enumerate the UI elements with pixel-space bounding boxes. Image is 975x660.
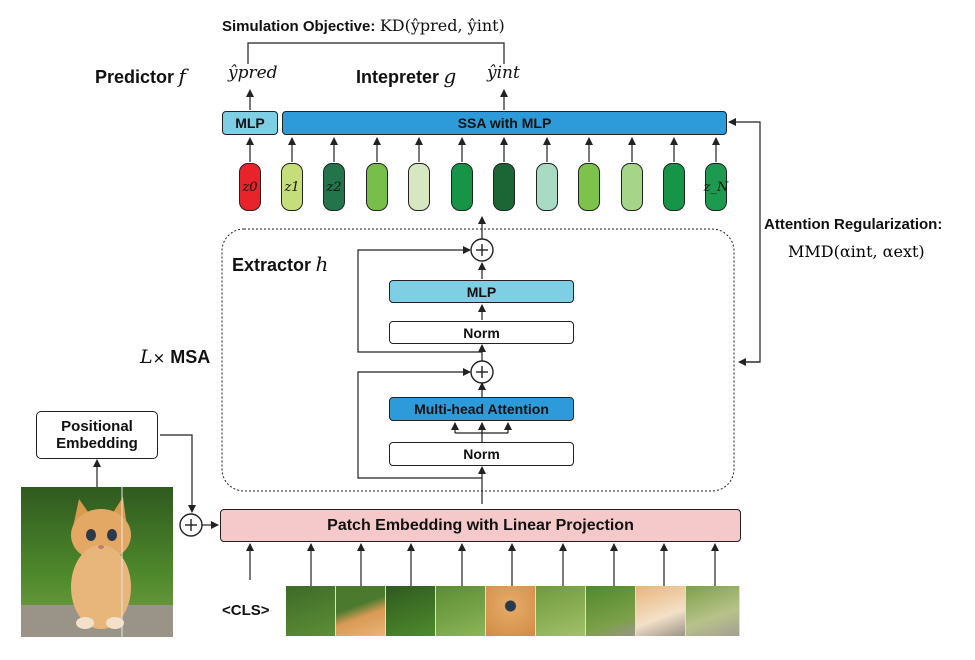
- predictor-mlp-box: MLP: [222, 111, 278, 135]
- mmd-formula: MMD(αint, αext): [788, 242, 925, 261]
- extractor-mlp-box: MLP: [389, 280, 574, 303]
- y-pred-output: ŷpred: [228, 63, 278, 83]
- add-circle-top: [470, 238, 494, 262]
- positional-embedding-line2: Embedding: [56, 435, 138, 452]
- add-circle-embedding: [179, 513, 203, 537]
- image-patch: [536, 586, 586, 636]
- token-9: [621, 163, 643, 211]
- interpreter-label: Intepreter: [356, 67, 440, 87]
- token-8: [578, 163, 600, 211]
- attention-regularization-label: Attention Regularization:: [764, 216, 943, 233]
- cls-token: <CLS>: [222, 602, 270, 619]
- norm-box-bottom: Norm: [389, 442, 574, 466]
- token-4: [408, 163, 430, 211]
- add-circle-middle: [470, 360, 494, 384]
- interpreter-symbol: g: [443, 64, 457, 88]
- image-patch: [436, 586, 486, 636]
- image-patch: [586, 586, 636, 636]
- image-patch: [686, 586, 740, 636]
- image-patch: [286, 586, 336, 636]
- extractor-label-group: Extractor h: [232, 252, 328, 276]
- kd-formula: KD(ŷpred, ŷint): [379, 16, 505, 35]
- norm-box-top: Norm: [389, 321, 574, 344]
- predictor-label-group: Predictor f: [95, 64, 186, 88]
- token-z1: z1: [281, 163, 303, 211]
- token-7: [536, 163, 558, 211]
- interpreter-label-group: Intepreter g: [356, 64, 456, 88]
- token-6: [493, 163, 515, 211]
- patch-embedding-box: Patch Embedding with Linear Projection: [220, 509, 741, 542]
- token-z0: z0: [239, 163, 261, 211]
- positional-embedding-line1: Positional: [61, 418, 133, 435]
- image-patch: [336, 586, 386, 636]
- ssa-with-mlp-box: SSA with MLP: [282, 111, 727, 135]
- token-z2: z2: [323, 163, 345, 211]
- token-10: [663, 163, 685, 211]
- predictor-symbol: f: [178, 64, 186, 88]
- extractor-symbol: h: [315, 252, 329, 276]
- multi-head-attention-box: Multi-head Attention: [389, 397, 574, 421]
- image-patch: [386, 586, 436, 636]
- simulation-objective: Simulation Objective: KD(ŷpred, ŷint): [222, 16, 505, 36]
- extractor-label: Extractor: [232, 255, 312, 275]
- repeat-label: L× MSA: [140, 346, 211, 368]
- image-patch: [486, 586, 536, 636]
- simulation-objective-label: Simulation Objective:: [222, 18, 376, 35]
- positional-embedding-box: Positional Embedding: [36, 411, 158, 459]
- kitten-image: [21, 487, 173, 637]
- y-int-output: ŷint: [487, 63, 520, 83]
- token-zN: z_N: [704, 163, 728, 211]
- image-patch: [636, 586, 686, 636]
- token-3: [366, 163, 388, 211]
- extractor-region: [221, 228, 735, 492]
- token-5: [451, 163, 473, 211]
- predictor-label: Predictor: [95, 67, 175, 87]
